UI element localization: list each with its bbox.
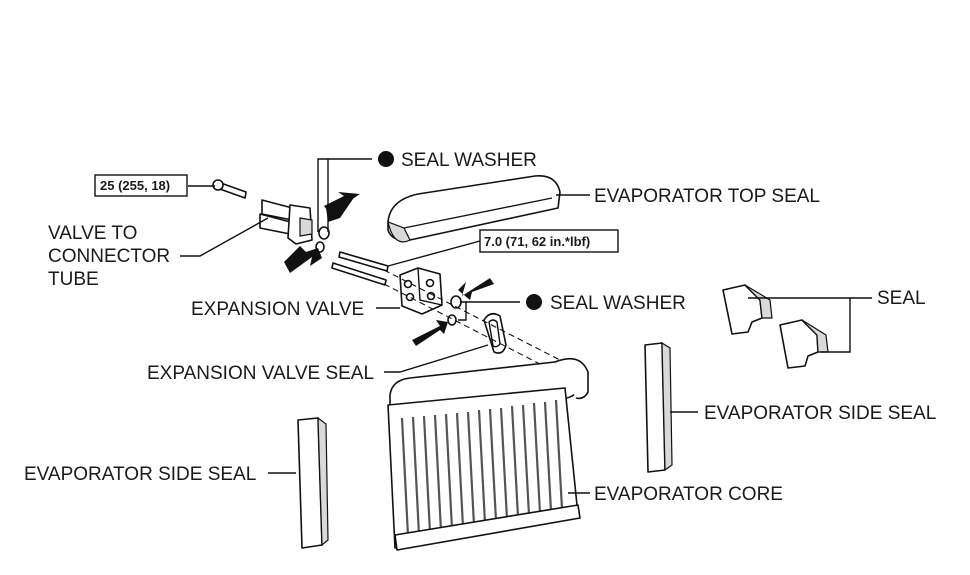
valve-to-connector-tube-label: VALVE TO CONNECTOR TUBE xyxy=(48,223,170,290)
expansion-valve-drawing xyxy=(399,267,443,315)
evaporator-core-label: EVAPORATOR CORE xyxy=(594,484,783,505)
arrow-icon xyxy=(324,192,360,222)
leader-lines xyxy=(180,158,872,494)
alignment-lines xyxy=(383,269,561,365)
evaporator-side-seal-left-drawing xyxy=(297,416,329,549)
torque-expansion-valve-value: 7.0 (71, 62 in.*lbf) xyxy=(484,234,590,249)
evaporator-core-drawing xyxy=(387,357,589,551)
valve-to-connector-tube-drawing xyxy=(212,179,313,245)
evaporator-core-fins xyxy=(400,399,564,537)
arrow-icon xyxy=(458,278,494,300)
seal-washer-top-callout: SEAL WASHER xyxy=(378,150,537,171)
svg-text:VALVE TO: VALVE TO xyxy=(48,223,137,244)
filled-circle-icon xyxy=(526,294,542,310)
seal-drawing xyxy=(722,284,829,369)
arrow-icon xyxy=(412,320,448,346)
expansion-valve-seal-drawing xyxy=(483,312,507,354)
seal-washer-top-label: SEAL WASHER xyxy=(401,150,537,171)
evaporator-top-seal-drawing xyxy=(387,175,561,243)
svg-text:CONNECTOR: CONNECTOR xyxy=(48,246,170,267)
expansion-valve-label: EXPANSION VALVE xyxy=(191,299,364,320)
evaporator-top-seal-label: EVAPORATOR TOP SEAL xyxy=(594,186,820,207)
expansion-valve-seal-label: EXPANSION VALVE SEAL xyxy=(147,363,374,384)
seal-label: SEAL xyxy=(877,288,926,309)
torque-expansion-valve-callout: 7.0 (71, 62 in.*lbf) xyxy=(479,229,619,253)
arrow-icon xyxy=(284,246,322,273)
evaporator-side-seal-left-label: EVAPORATOR SIDE SEAL xyxy=(24,464,256,485)
torque-valve-tube-callout: 25 (255, 18) xyxy=(94,174,188,197)
seal-washer-lower-label: SEAL WASHER xyxy=(550,293,686,314)
svg-text:TUBE: TUBE xyxy=(48,269,99,290)
filled-circle-icon xyxy=(378,151,394,167)
evaporator-side-seal-right-drawing xyxy=(644,341,673,473)
evaporator-side-seal-right-label: EVAPORATOR SIDE SEAL xyxy=(704,403,936,424)
torque-valve-tube-value: 25 (255, 18) xyxy=(100,178,170,193)
seal-washer-lower-callout: SEAL WASHER xyxy=(526,293,686,314)
expansion-valve-bolts xyxy=(331,251,389,286)
